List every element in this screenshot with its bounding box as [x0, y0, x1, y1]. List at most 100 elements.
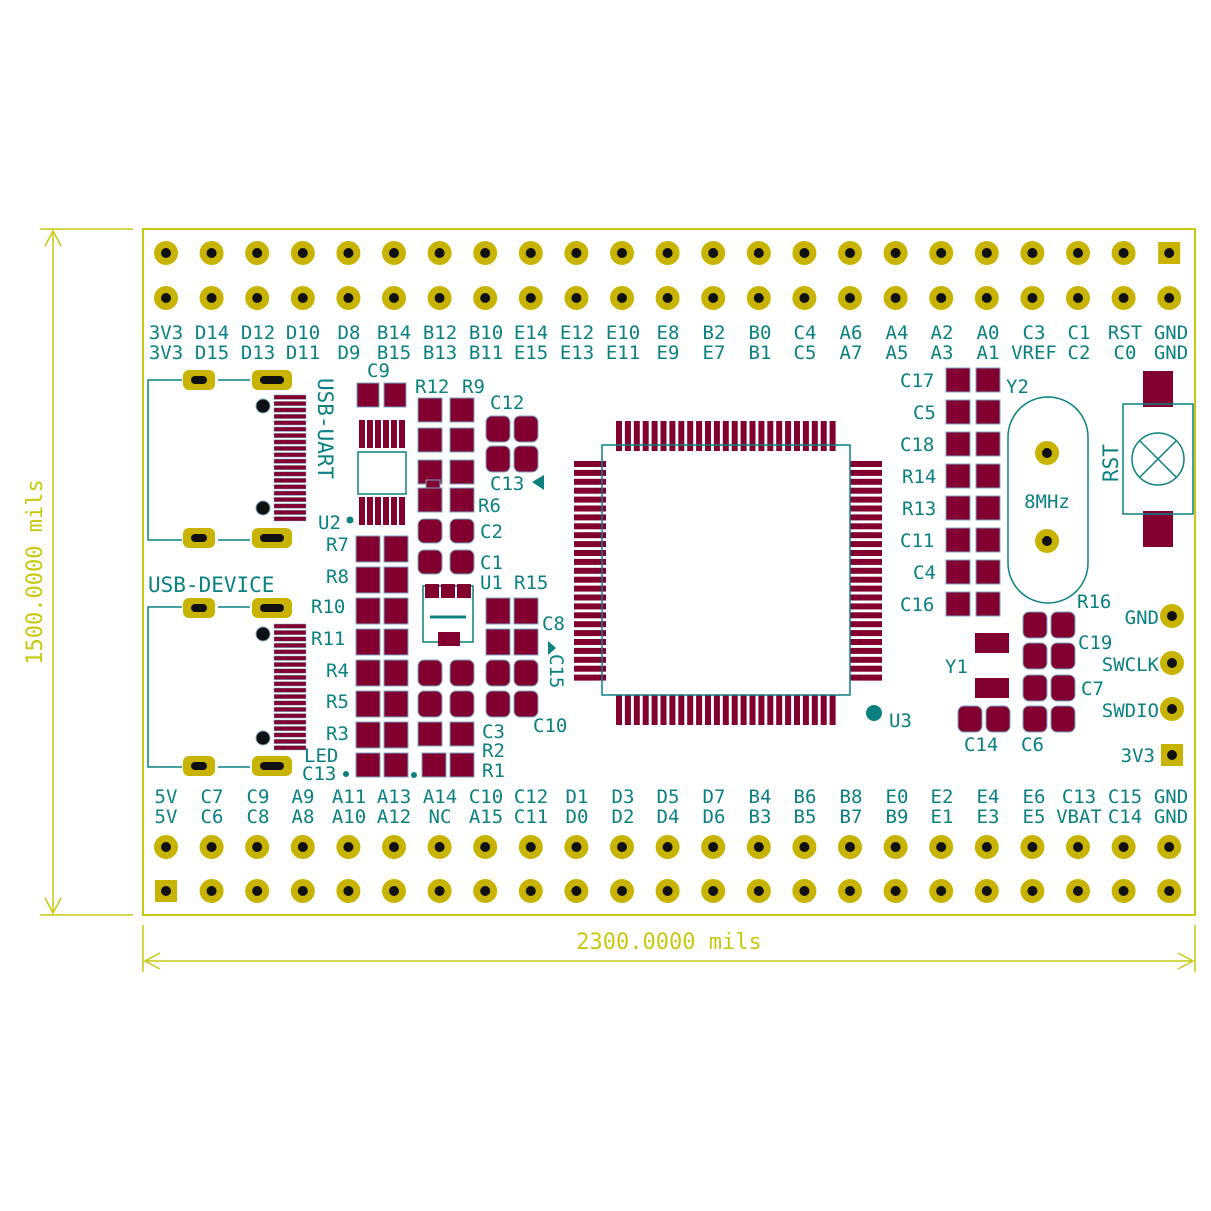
top-label: E15: [514, 342, 548, 364]
header-pin: [1020, 879, 1045, 903]
u2-pin: [367, 420, 373, 448]
mcu-pin: [574, 478, 606, 485]
top-label: B12: [423, 322, 457, 344]
c9-pad: [356, 382, 380, 408]
header-pin: [518, 241, 543, 265]
header-pin: [746, 241, 771, 265]
header-pin: [290, 879, 315, 903]
header-pin: [974, 286, 999, 310]
top-label: C4: [794, 322, 817, 344]
ref-u3: U3: [889, 710, 912, 732]
bottom-label: A10: [332, 806, 366, 828]
bottom-label: GND: [1154, 786, 1188, 808]
passive-pad: [945, 399, 971, 425]
bottom-label: E5: [1023, 806, 1046, 828]
mcu-pin: [850, 567, 882, 574]
resistor-pad: [485, 597, 511, 625]
mcu-pin: [850, 647, 882, 654]
header-pin: [290, 241, 315, 265]
mcu-pin: [829, 695, 836, 725]
header-pin: [155, 880, 177, 902]
mcu-pin: [794, 421, 800, 451]
capacitor-pad: [449, 518, 475, 544]
header-pin: [427, 879, 452, 903]
resistor-pad: [355, 690, 381, 718]
header-pin: [245, 879, 270, 903]
header-pin: [1066, 835, 1090, 859]
resistor-pad: [449, 487, 475, 513]
mcu-pin: [850, 461, 882, 467]
capacitor-pad: [485, 659, 511, 687]
passive-pad: [945, 495, 971, 521]
header-pin: [746, 879, 771, 903]
ref-c5: C5: [913, 402, 936, 424]
header-pin: [1111, 835, 1136, 859]
header-pin: [655, 241, 680, 265]
connector-finger: [273, 445, 307, 451]
mcu-pin: [678, 421, 685, 451]
u2-pin: [383, 420, 389, 448]
connector-finger: [273, 394, 307, 400]
resistor-pad: [355, 535, 381, 563]
header-pin: [199, 241, 224, 265]
header-pin: [382, 286, 406, 310]
top-label: D12: [241, 322, 275, 344]
mcu-pin: [574, 469, 606, 476]
u2-pin: [391, 420, 397, 448]
header-pin: [473, 286, 498, 310]
resistor-pad: [417, 397, 443, 423]
top-label: B14: [377, 322, 411, 344]
header-pin: [518, 286, 543, 310]
passive-pad: [975, 527, 1001, 553]
mcu-pin: [850, 558, 882, 565]
header-pin: [427, 241, 452, 265]
ref-c15: C15: [545, 654, 567, 688]
mcu-pin: [850, 621, 882, 628]
header-pin: [154, 241, 178, 265]
header-pin: [564, 879, 589, 903]
resistor-pad: [449, 752, 475, 778]
header-pin: [290, 286, 315, 310]
header-pin: [792, 241, 817, 265]
resistor-pad: [355, 597, 381, 625]
header-pin: [929, 879, 954, 903]
bottom-label: E3: [977, 806, 1000, 828]
passive-pad: [975, 495, 1001, 521]
capacitor-pad: [1050, 611, 1076, 639]
usb-device-connector: [147, 598, 307, 776]
mcu-pin: [574, 656, 606, 663]
top-label: C0: [1114, 342, 1137, 364]
ref-led: LED: [304, 745, 338, 767]
bottom-label: GND: [1154, 806, 1188, 828]
mcu-pin: [660, 421, 667, 451]
mcu-pin: [740, 695, 747, 725]
top-label: A2: [931, 322, 954, 344]
top-label: E9: [657, 342, 680, 364]
top-label: E11: [606, 342, 640, 364]
capacitor-pad: [1022, 705, 1048, 733]
mcu-pin: [574, 496, 606, 503]
connector-finger: [273, 439, 307, 445]
connector-finger: [273, 668, 307, 674]
resistor-pad: [355, 752, 381, 778]
resistor-pad: [421, 752, 447, 778]
swd-header-pins: [1160, 604, 1184, 766]
mcu-pin: [574, 461, 606, 467]
capacitor-pad: [985, 705, 1011, 733]
ref-c18: C18: [900, 434, 934, 456]
ref-r11: R11: [311, 628, 345, 650]
resistor-pad: [449, 721, 475, 747]
y2-crystal: [1007, 396, 1089, 604]
header-pin: [382, 879, 406, 903]
mcu-pin: [642, 421, 649, 451]
mcu-pin: [785, 421, 792, 451]
resistor-pad: [513, 628, 539, 656]
c9-pad: [383, 382, 407, 408]
connector-finger: [273, 509, 307, 515]
header-pin: [427, 286, 452, 310]
header-pin: [1157, 286, 1182, 310]
mcu-pin: [802, 421, 809, 451]
mcu-pin: [574, 639, 606, 645]
connector-finger: [273, 401, 307, 407]
mcu-pin: [794, 695, 800, 725]
